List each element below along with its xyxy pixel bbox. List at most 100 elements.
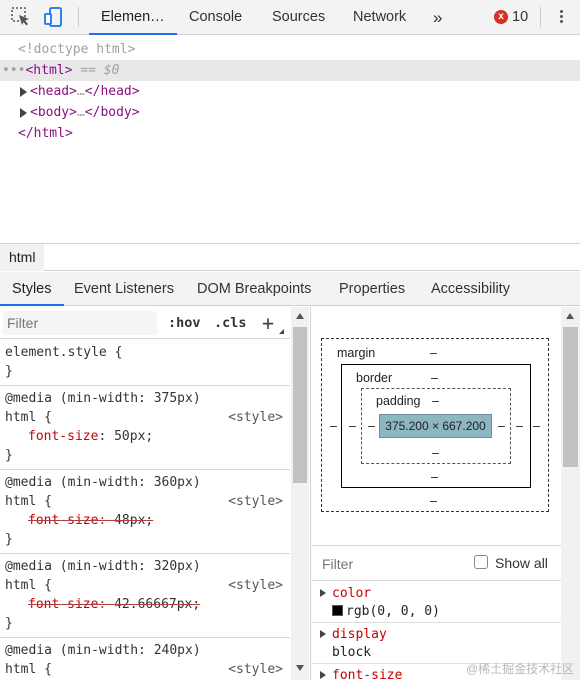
scroll-up-arrow-icon[interactable] xyxy=(296,313,304,319)
rule-selector: element.style { xyxy=(5,345,123,360)
tab-elements[interactable]: Elemen… xyxy=(89,0,177,35)
box-model-content-size[interactable]: 375.200 × 667.200 xyxy=(379,414,492,438)
media-query: @media (min-width: 320px) xyxy=(5,559,201,574)
box-model-border[interactable]: border – – – – padding – – – – 375.200 ×… xyxy=(341,364,531,488)
dom-node-html-close[interactable]: </html> xyxy=(0,123,580,144)
rule-header: html { <style> xyxy=(5,408,287,427)
rule-source-link[interactable]: <style> xyxy=(228,578,283,593)
new-rule-button[interactable]: + xyxy=(262,311,275,335)
rule-selector: html { xyxy=(5,662,52,677)
property-name: font-size xyxy=(28,429,99,444)
show-all-label[interactable]: Show all xyxy=(495,555,548,571)
show-all-checkbox[interactable] xyxy=(474,555,488,569)
more-tabs-button[interactable]: » xyxy=(433,8,443,27)
box-model-margin[interactable]: margin – – – – border – – – – padding – … xyxy=(321,338,549,512)
rule-source-link[interactable]: <style> xyxy=(228,494,283,509)
style-rule[interactable]: @media (min-width: 320px) html { <style>… xyxy=(0,555,290,638)
tab-event-listeners[interactable]: Event Listeners xyxy=(74,281,174,297)
tab-styles[interactable]: Styles xyxy=(0,272,64,306)
html-open-tag: <html> xyxy=(25,63,73,78)
rule-close: } xyxy=(5,448,13,463)
expand-triangle-icon[interactable] xyxy=(320,671,326,679)
border-label: border xyxy=(356,371,393,385)
error-count[interactable]: 10 xyxy=(512,9,529,25)
border-left-value[interactable]: – xyxy=(349,419,356,433)
border-top-value[interactable]: – xyxy=(431,371,438,385)
property-value: 48px; xyxy=(114,513,154,528)
expand-triangle-icon[interactable] xyxy=(20,107,27,118)
node-dots: ••• xyxy=(2,63,26,78)
property-name: font-size xyxy=(28,597,99,612)
head-ellipsis: … xyxy=(76,84,85,99)
padding-bottom-value[interactable]: – xyxy=(432,446,439,460)
tab-properties[interactable]: Properties xyxy=(339,281,406,297)
expand-triangle-icon[interactable] xyxy=(320,630,326,638)
border-right-value[interactable]: – xyxy=(516,419,523,433)
style-declaration-overridden[interactable]: font-size: 48px; xyxy=(28,513,154,528)
computed-filter-bar: Show all xyxy=(312,545,561,581)
styles-filter-input[interactable] xyxy=(3,311,157,335)
html-close-tag: </html> xyxy=(18,126,73,141)
style-declaration[interactable]: font-size: 50px; xyxy=(28,429,154,444)
body-close-tag: </body> xyxy=(84,105,140,120)
new-rule-corner-icon xyxy=(279,329,284,334)
margin-bottom-value[interactable]: – xyxy=(430,494,437,508)
padding-label: padding xyxy=(376,394,421,408)
rule-source-link[interactable]: <style> xyxy=(228,662,283,677)
scroll-down-arrow-icon[interactable] xyxy=(296,665,304,671)
error-icon[interactable]: x xyxy=(494,10,508,24)
dom-node-head[interactable]: <head>…</head> xyxy=(0,81,580,102)
styles-pane: :hov .cls + element.style { } @media (mi… xyxy=(0,307,311,680)
padding-left-value[interactable]: – xyxy=(368,419,375,433)
devtools-toolbar: Elemen… Console Sources Network » x 10 xyxy=(0,0,580,35)
dom-tree: <!doctype html> •••<html> == $0 <head>…<… xyxy=(0,36,580,242)
styles-scrollbar-thumb[interactable] xyxy=(293,327,307,483)
style-rule[interactable]: @media (min-width: 240px) html { <style> xyxy=(0,639,290,680)
expand-triangle-icon[interactable] xyxy=(20,86,27,97)
dom-node-body[interactable]: <body>…</body> xyxy=(0,102,580,123)
expand-triangle-icon[interactable] xyxy=(320,589,326,597)
border-bottom-value[interactable]: – xyxy=(431,470,438,484)
more-options-icon[interactable] xyxy=(555,8,567,28)
hov-toggle[interactable]: :hov xyxy=(168,315,201,331)
styles-filter-bar: :hov .cls + xyxy=(0,307,290,339)
property-name: font-size xyxy=(28,513,99,528)
scroll-up-arrow-icon[interactable] xyxy=(566,313,574,319)
computed-scrollbar-thumb[interactable] xyxy=(563,327,578,467)
style-rule-element[interactable]: element.style { } xyxy=(0,340,290,386)
computed-property-font-size[interactable]: font-size xyxy=(312,665,561,680)
media-query: @media (min-width: 240px) xyxy=(5,643,201,658)
tab-sources[interactable]: Sources xyxy=(272,9,326,25)
computed-property-color[interactable]: color rgb(0, 0, 0) xyxy=(312,583,561,623)
rule-source-link[interactable]: <style> xyxy=(228,410,283,425)
tab-network[interactable]: Network xyxy=(353,9,407,25)
cls-toggle[interactable]: .cls xyxy=(214,315,247,331)
head-close-tag: </head> xyxy=(84,84,140,99)
margin-left-value[interactable]: – xyxy=(330,419,337,433)
dom-node-html-selected[interactable]: •••<html> == $0 xyxy=(0,60,580,81)
style-rule[interactable]: @media (min-width: 360px) html { <style>… xyxy=(0,471,290,554)
device-toolbar-icon[interactable] xyxy=(43,6,65,28)
color-swatch-icon[interactable] xyxy=(332,605,343,616)
property-value: 50px; xyxy=(114,429,154,444)
rule-selector: html { xyxy=(5,494,52,509)
property-value: 42.66667px; xyxy=(114,597,201,612)
rule-header: html { <style> xyxy=(5,660,287,679)
margin-top-value[interactable]: – xyxy=(430,346,437,360)
padding-right-value[interactable]: – xyxy=(498,419,505,433)
dom-node-doctype[interactable]: <!doctype html> xyxy=(0,39,580,60)
breadcrumb-item-html[interactable]: html xyxy=(0,244,45,271)
box-model-padding[interactable]: padding – – – – 375.200 × 667.200 xyxy=(361,388,511,464)
padding-top-value[interactable]: – xyxy=(432,394,439,408)
rule-header: html { <style> xyxy=(5,576,287,595)
computed-filter-input[interactable] xyxy=(322,552,462,576)
tab-console[interactable]: Console xyxy=(189,9,243,25)
doctype-text: <!doctype html> xyxy=(18,42,136,57)
inspect-element-icon[interactable] xyxy=(10,6,32,28)
style-declaration-overridden[interactable]: font-size: 42.66667px; xyxy=(28,597,201,612)
margin-right-value[interactable]: – xyxy=(533,419,540,433)
tab-dom-breakpoints[interactable]: DOM Breakpoints xyxy=(197,281,312,297)
tab-accessibility[interactable]: Accessibility xyxy=(431,281,510,297)
computed-property-display[interactable]: display block xyxy=(312,624,561,664)
style-rule[interactable]: @media (min-width: 375px) html { <style>… xyxy=(0,387,290,470)
